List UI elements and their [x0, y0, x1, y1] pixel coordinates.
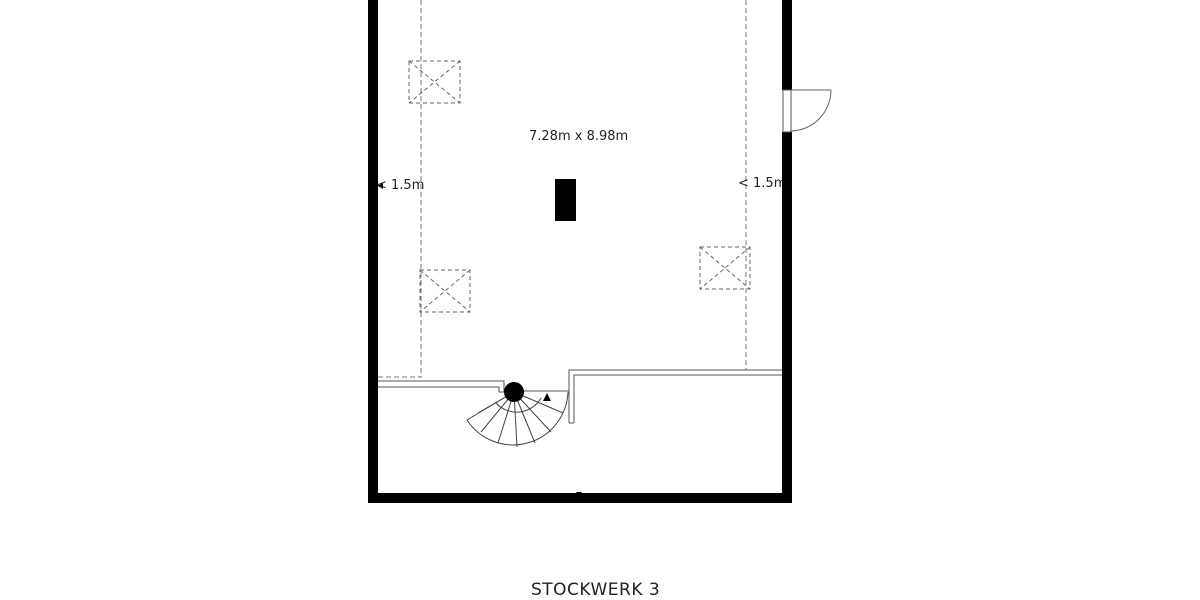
- floor-title: STOCKWERK 3: [531, 580, 661, 600]
- height-marker-left: < 1.5m: [376, 178, 425, 193]
- spiral-staircase: [466, 382, 569, 448]
- chimney-icon: [555, 179, 576, 221]
- skylight-icon: [408, 60, 461, 104]
- marker-arrow-icon: [576, 492, 582, 496]
- interior-walls: [378, 369, 782, 424]
- left-arrow-icon: [378, 183, 383, 189]
- skylight-icon: [419, 269, 471, 313]
- outer-walls: [368, 0, 792, 503]
- roof-slope-lines: [378, 0, 782, 378]
- height-marker-right: < 1.5m: [738, 176, 782, 191]
- door: [782, 89, 832, 133]
- skylight-icon: [699, 246, 751, 290]
- room-dimensions: 7.28m x 8.98m: [529, 129, 629, 144]
